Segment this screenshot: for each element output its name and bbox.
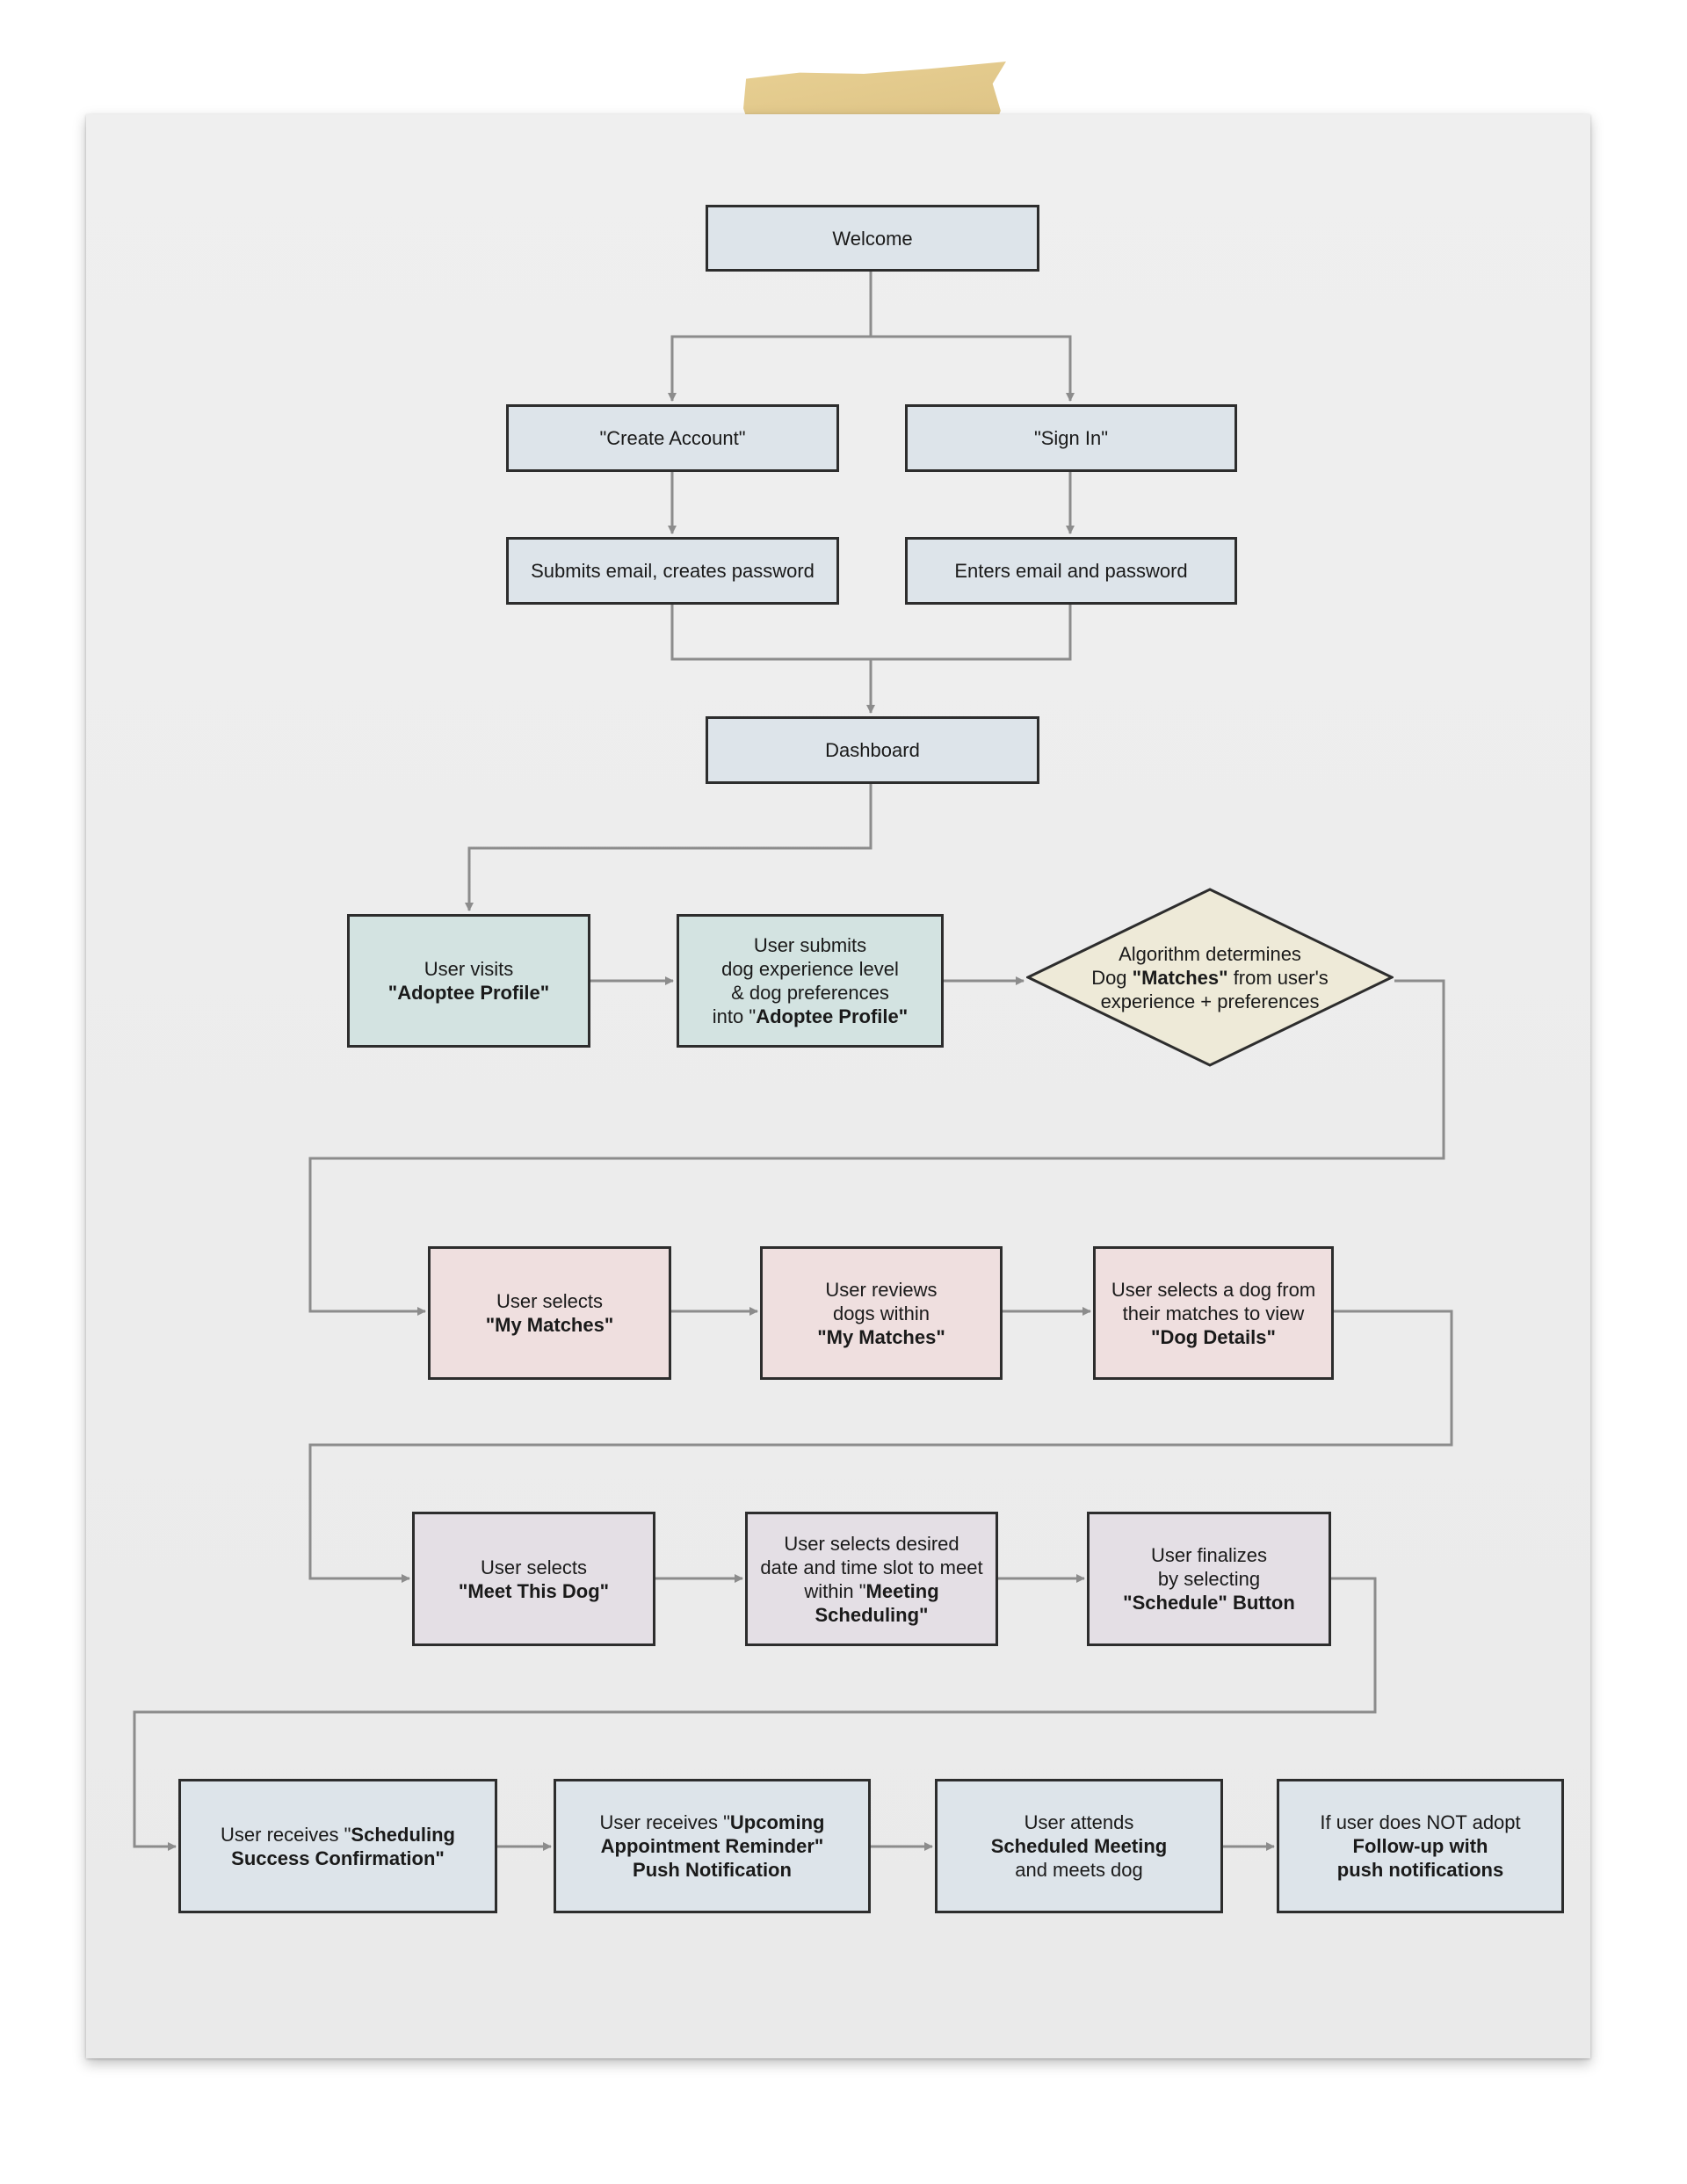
node-create-account: "Create Account" — [506, 404, 839, 472]
node-selects-dog: User selects a dog from their matches to… — [1093, 1246, 1334, 1380]
node-confirmation: User receives "Scheduling Success Confir… — [178, 1779, 497, 1913]
node-attends-label: User attends Scheduled Meeting and meets… — [990, 1811, 1168, 1881]
node-welcome: Welcome — [706, 205, 1039, 272]
connector-selects-meet — [308, 1310, 1453, 1583]
node-submits-email: Submits email, creates password — [506, 537, 839, 605]
node-meet-dog: User selects "Meet This Dog" — [412, 1512, 655, 1646]
node-selects-dog-label: User selects a dog from their matches to… — [1111, 1278, 1316, 1348]
node-attends: User attends Scheduled Meeting and meets… — [935, 1779, 1223, 1913]
node-reminder: User receives "Upcoming Appointment Remi… — [554, 1779, 871, 1913]
node-visits-profile: User visits "Adoptee Profile" — [347, 914, 590, 1048]
node-finalizes: User finalizes by selecting "Schedule" B… — [1087, 1512, 1331, 1646]
node-algorithm: Algorithm determines Dog "Matches" from … — [1026, 888, 1394, 1067]
node-meeting-scheduling-label: User selects desired date and time slot … — [760, 1532, 983, 1626]
node-enters-email-label: Enters email and password — [954, 560, 1188, 582]
node-dashboard-label: Dashboard — [825, 739, 920, 761]
node-confirmation-label: User receives "Scheduling Success Confir… — [221, 1823, 455, 1869]
node-sign-in: "Sign In" — [905, 404, 1237, 472]
node-create-account-label: "Create Account" — [599, 427, 746, 449]
node-dashboard: Dashboard — [706, 716, 1039, 784]
node-submits-email-label: Submits email, creates password — [531, 560, 815, 582]
connector-welcome-signin — [871, 335, 1075, 402]
node-finalizes-label: User finalizes by selecting "Schedule" B… — [1123, 1544, 1295, 1614]
node-selects-matches-label: User selects "My Matches" — [485, 1290, 614, 1336]
node-enters-email: Enters email and password — [905, 537, 1237, 605]
connector-enters-dashboard — [871, 605, 1072, 661]
node-meeting-scheduling: User selects desired date and time slot … — [745, 1512, 998, 1646]
connector-submits-dashboard — [670, 605, 875, 714]
node-visits-profile-label: User visits "Adoptee Profile" — [387, 958, 550, 1004]
node-selects-matches: User selects "My Matches" — [428, 1246, 671, 1380]
connector-algorithm-matches — [308, 979, 1445, 1316]
node-submits-profile: User submits dog experience level & dog … — [677, 914, 944, 1048]
node-algorithm-label: Algorithm determines Dog "Matches" from … — [1091, 942, 1329, 1012]
connector-welcome-split — [668, 271, 872, 402]
node-welcome-label: Welcome — [832, 227, 913, 250]
node-submits-profile-label: User submits dog experience level & dog … — [712, 934, 909, 1027]
node-reminder-label: User receives "Upcoming Appointment Remi… — [599, 1811, 825, 1881]
connector-dashboard-profile — [465, 784, 872, 911]
decision-diamond — [1026, 888, 1394, 1067]
node-sign-in-label: "Sign In" — [1033, 427, 1109, 449]
node-reviews-dogs: User reviews dogs within "My Matches" — [760, 1246, 1003, 1380]
node-meet-dog-label: User selects "Meet This Dog" — [458, 1556, 610, 1602]
connector-finalizes-confirmation — [133, 1577, 1377, 1851]
node-follow-up: If user does NOT adopt Follow-up with pu… — [1277, 1779, 1564, 1913]
node-follow-up-label: If user does NOT adopt Follow-up with pu… — [1320, 1811, 1521, 1881]
node-reviews-dogs-label: User reviews dogs within "My Matches" — [817, 1278, 945, 1348]
